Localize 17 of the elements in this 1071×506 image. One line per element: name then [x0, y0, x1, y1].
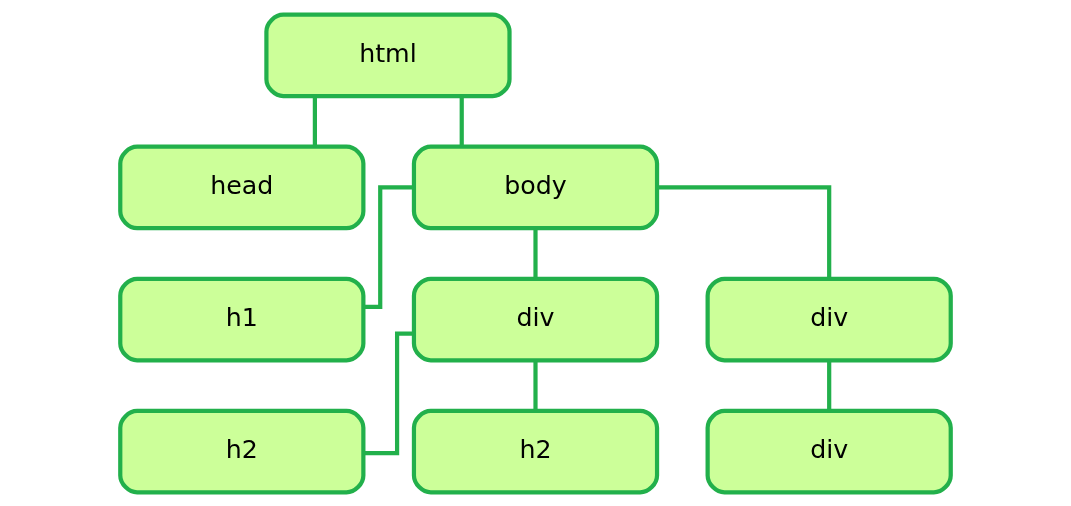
node-box: div [411, 276, 660, 362]
connector [363, 184, 414, 309]
connector [312, 95, 317, 146]
node-box: h2 [411, 408, 660, 494]
connector [657, 184, 832, 278]
node-box: div [705, 276, 953, 362]
node-box: h1 [118, 276, 366, 362]
connector [533, 228, 538, 278]
connector [533, 360, 538, 411]
node-box: html [264, 12, 512, 98]
connector [827, 360, 832, 411]
connector [363, 330, 414, 455]
node-box: body [411, 144, 660, 230]
node-box: h2 [118, 408, 366, 494]
connector [459, 95, 464, 146]
node-box: head [118, 144, 366, 230]
node-box: div [705, 408, 953, 494]
